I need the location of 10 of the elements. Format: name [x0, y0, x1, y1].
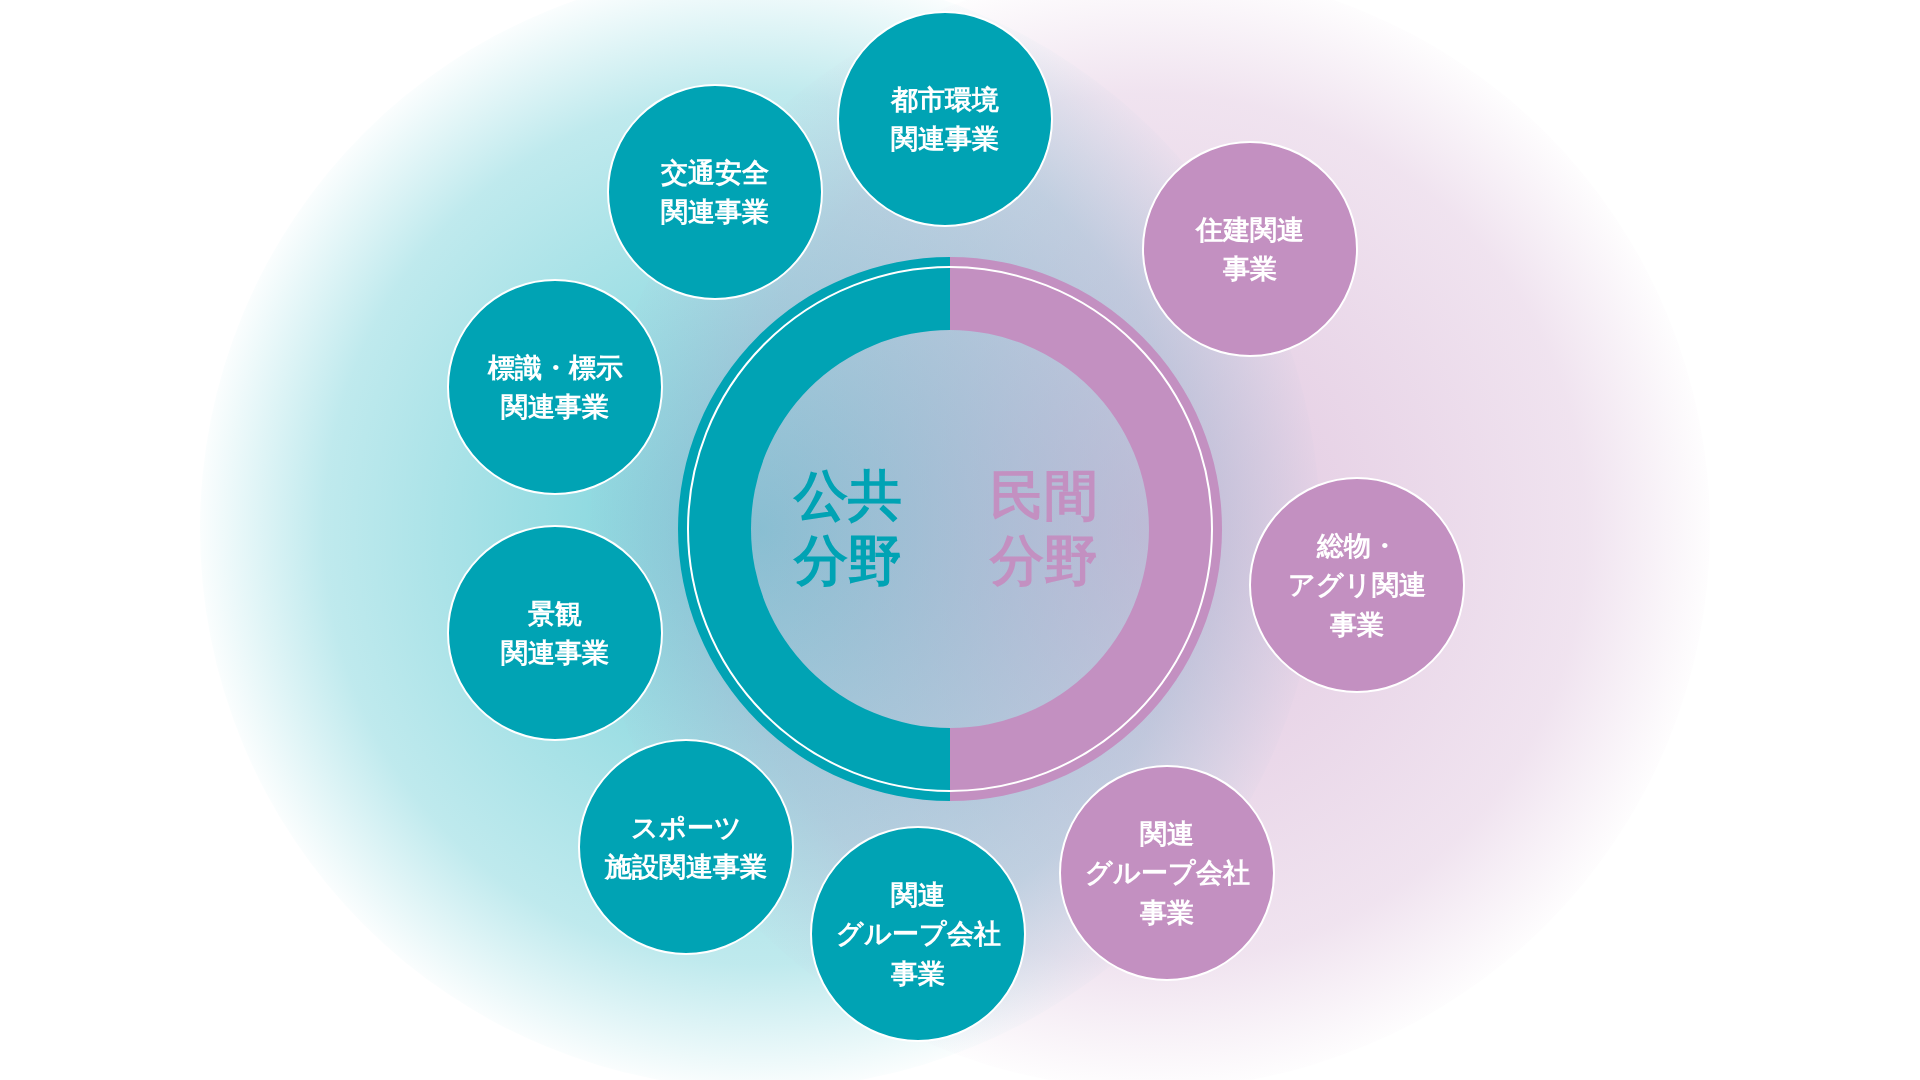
category-label: 景観関連事業 — [501, 596, 609, 670]
category-label: 都市環境関連事業 — [891, 82, 999, 156]
category-label: 標識・標示関連事業 — [487, 350, 623, 424]
sector-label: 公共分野 — [794, 464, 902, 594]
category-label: 関連グループ会社事業 — [1084, 817, 1250, 930]
category-label: 総物・アグリ関連事業 — [1288, 529, 1426, 642]
category-label: 交通安全関連事業 — [661, 155, 769, 229]
category-label: スポーツ施設関連事業 — [605, 810, 767, 884]
category-label: 関連グループ会社事業 — [835, 878, 1001, 991]
category-label: 住建関連事業 — [1196, 212, 1304, 286]
